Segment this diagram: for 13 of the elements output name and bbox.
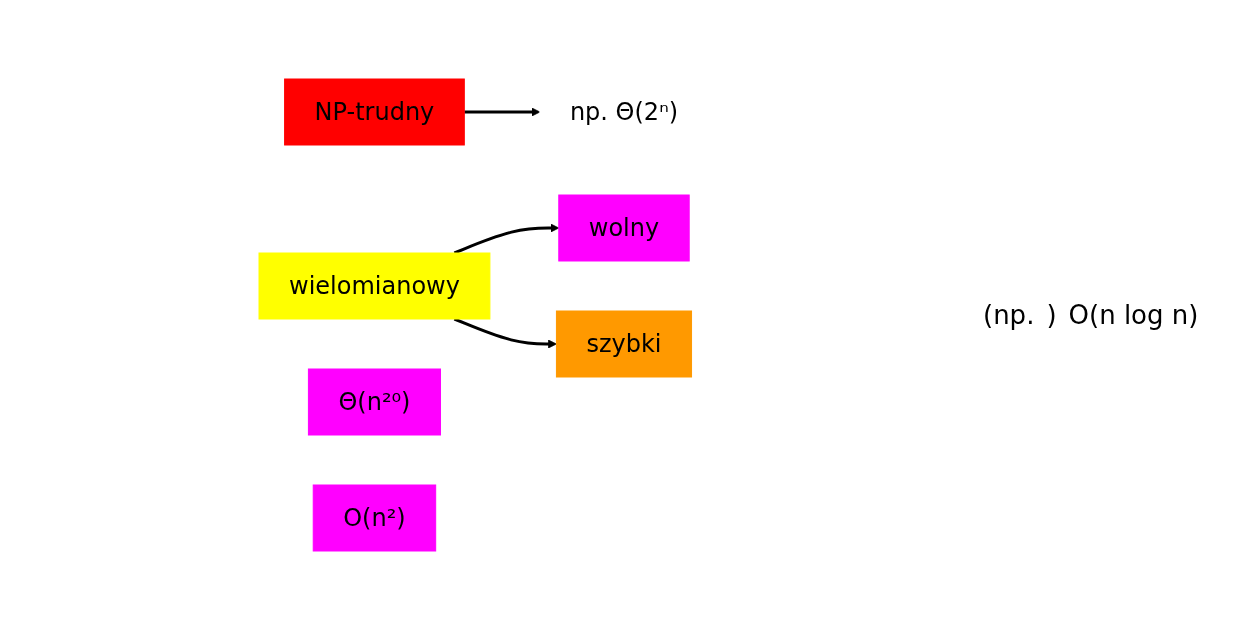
node-text: np. Θ(2ⁿ) — [569, 97, 679, 126]
node-box: O(n²) — [312, 484, 437, 551]
node-box: szybki — [555, 310, 692, 377]
node-box: wolny — [558, 194, 690, 261]
note-text: O(n log n) — [1068, 299, 1199, 330]
arrow — [464, 107, 541, 116]
node-box: wielomianowy — [258, 252, 491, 319]
node-box: NP-trudny — [284, 78, 465, 145]
node-box: Θ(n²⁰) — [307, 368, 441, 435]
arrow — [453, 223, 560, 254]
note-text: ) — [1046, 299, 1057, 330]
arrow — [453, 317, 557, 348]
note-text: (np. — [983, 299, 1035, 330]
